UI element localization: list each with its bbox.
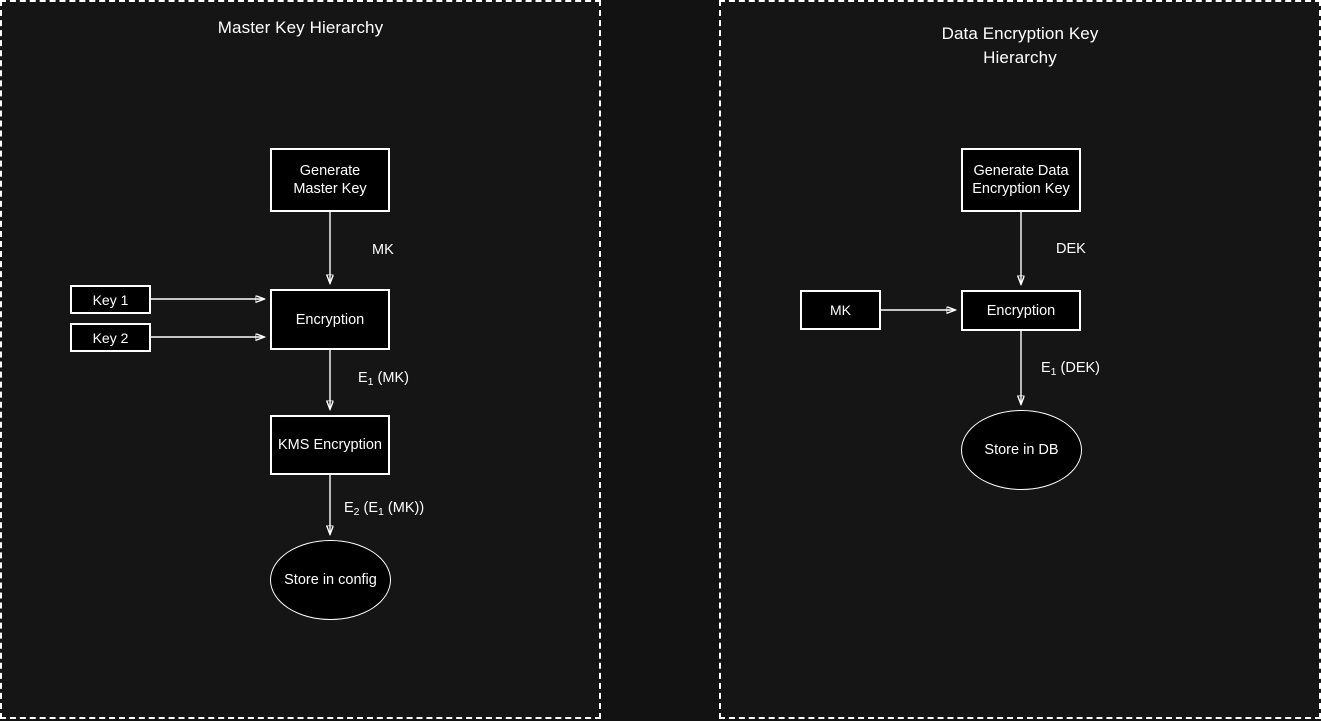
- edge-label-e1-mk: E1 (MK): [358, 370, 409, 388]
- edge-label-mk: MK: [372, 242, 394, 258]
- edge-label-e2-tail: (MK)): [383, 500, 425, 516]
- edge-label-e1-mk-base: E: [358, 370, 368, 386]
- pool-data-encryption-key-hierarchy: Data Encryption Key Hierarchy: [719, 0, 1321, 719]
- node-mk[interactable]: MK: [800, 290, 881, 330]
- edge-label-e2-mid: (E: [359, 500, 379, 516]
- node-generate-data-encryption-key[interactable]: Generate Data Encryption Key: [961, 148, 1081, 212]
- node-key-2[interactable]: Key 2: [70, 323, 151, 352]
- edge-label-e2-subscript: 2: [353, 506, 360, 518]
- edge-label-e2-base: E: [344, 500, 354, 516]
- pool-title-data-encryption-key-hierarchy: Data Encryption Key Hierarchy: [941, 24, 1099, 67]
- edge-label-e1-dek: E1 (DEK): [1041, 360, 1101, 378]
- edge-label-dek: DEK: [1056, 241, 1086, 257]
- edge-label-e1-mk-subscript: 1: [367, 376, 374, 388]
- node-store-in-db[interactable]: Store in DB: [961, 410, 1082, 490]
- node-encryption-master[interactable]: Encryption: [270, 289, 390, 350]
- node-kms-encryption[interactable]: KMS Encryption: [270, 415, 390, 475]
- edge-label-e2-subscript-2: 1: [378, 506, 384, 518]
- node-store-in-config[interactable]: Store in config: [270, 540, 391, 620]
- pool-title-master-key-hierarchy: Master Key Hierarchy: [217, 18, 384, 37]
- node-key-1[interactable]: Key 1: [70, 285, 151, 314]
- node-generate-master-key[interactable]: Generate Master Key: [270, 148, 390, 212]
- edge-label-e2-e1-mk: E2 (E1 (MK)): [344, 500, 425, 518]
- node-encryption-dek[interactable]: Encryption: [961, 290, 1081, 331]
- edge-label-e1-dek-subscript: 1: [1050, 366, 1057, 378]
- edge-label-e1-dek-base: E: [1041, 360, 1051, 376]
- edge-label-e1-dek-tail: (DEK): [1056, 360, 1101, 376]
- edge-label-e1-mk-tail: (MK): [373, 370, 409, 386]
